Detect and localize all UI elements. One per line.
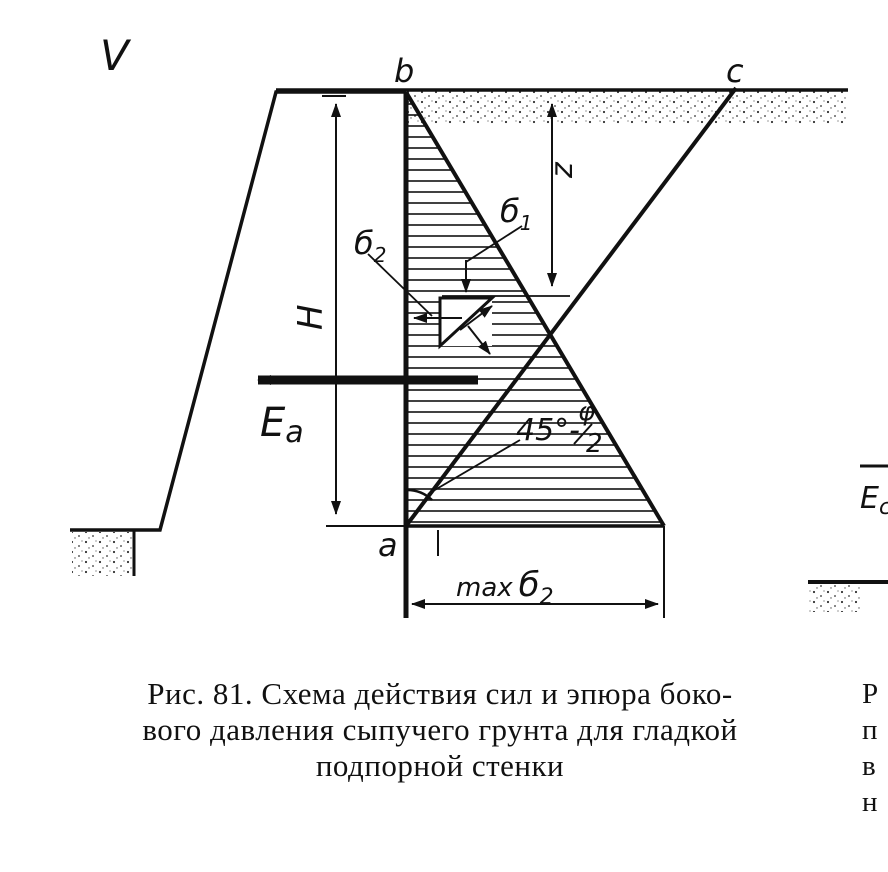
caption-line-1: Рис. 81. Схема действия сил и эпюра боко…: [147, 676, 733, 711]
toe-soil: [72, 532, 134, 576]
angle-leader: [427, 439, 521, 495]
cut-side-text: Р п в н: [862, 676, 878, 820]
caption-line-2: вого давления сыпучего грунта для гладко…: [142, 712, 738, 747]
pressure-diagram-hypotenuse: [404, 90, 666, 528]
cut-force-subscript: c: [879, 495, 888, 520]
z-label: z: [545, 161, 580, 179]
angle-fraction-bar: [573, 423, 593, 445]
cut-force-symbol: E: [860, 481, 879, 516]
max-sigma-subscript: 2: [540, 585, 554, 610]
max-sigma-symbol: б: [519, 565, 540, 605]
sliding-plane-line: [404, 86, 738, 528]
sigma2-label: б2: [354, 224, 386, 267]
point-c-label: c: [726, 52, 744, 90]
shear-stress-arrow: [467, 325, 491, 355]
force-subscript: a: [285, 415, 303, 450]
force-symbol: E: [260, 400, 286, 446]
sigma2-subscript: 2: [374, 243, 387, 267]
normal-stress-arrow: [459, 305, 493, 331]
backfill-surface-soil: [406, 90, 846, 124]
sigma1-leader: [465, 225, 523, 263]
right-cut-soil: [808, 584, 862, 612]
angle-degrees: 45°-: [516, 413, 580, 448]
angle-denominator: 2: [586, 429, 603, 459]
side-letter: Р: [862, 678, 879, 710]
sigma2-symbol: б: [354, 224, 374, 262]
point-b-label: b: [394, 52, 414, 90]
sigma1-subscript: 1: [520, 211, 533, 235]
side-letter: н: [862, 786, 878, 818]
sigma2-leader: [367, 253, 433, 317]
side-letter: п: [862, 714, 878, 746]
sigma1-symbol: б: [500, 192, 520, 230]
angle-label: 45°-: [516, 413, 580, 448]
side-letter: в: [862, 750, 876, 782]
angle-arc: [405, 488, 433, 501]
sigma1-label: б1: [500, 192, 532, 235]
figure-caption: Рис. 81. Схема действия сил и эпюра боко…: [60, 676, 820, 784]
force-label: Ea: [260, 400, 304, 450]
point-a-label: a: [378, 526, 398, 564]
caption-line-3: подпорной стенки: [315, 748, 565, 783]
height-label: H: [291, 304, 331, 330]
retaining-wall-outline: [70, 90, 406, 532]
cut-force-label: Ec: [860, 481, 888, 520]
max-prefix: max: [456, 573, 513, 603]
corner-label: V: [100, 31, 132, 80]
angle-phi: φ: [578, 397, 595, 427]
